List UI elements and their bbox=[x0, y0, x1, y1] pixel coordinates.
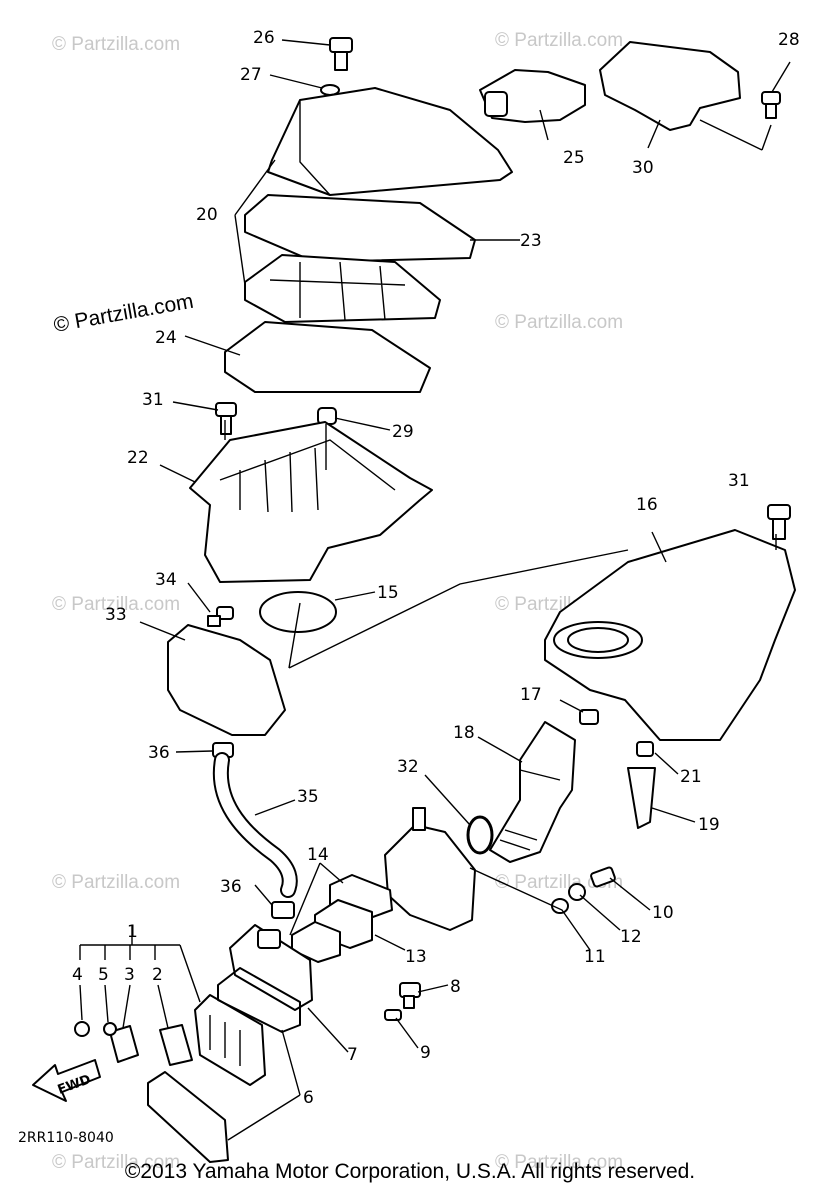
watermark: © Partzilla.com bbox=[495, 312, 623, 333]
callout-12: 12 bbox=[620, 927, 642, 947]
callout-13: 13 bbox=[405, 947, 427, 967]
part-31-bolt bbox=[215, 402, 237, 435]
callout-14: 14 bbox=[307, 845, 329, 865]
part-9-washer bbox=[384, 1009, 402, 1021]
callout-9: 9 bbox=[420, 1043, 431, 1063]
part-32-clamp bbox=[466, 815, 494, 855]
part-24-element bbox=[224, 321, 431, 393]
callout-2: 2 bbox=[152, 965, 163, 985]
callout-1: 1 bbox=[127, 922, 138, 942]
part-31-bolt bbox=[767, 504, 791, 540]
callout-30: 30 bbox=[632, 158, 654, 178]
part-22-air-cleaner-case bbox=[189, 421, 433, 583]
callout-16: 16 bbox=[636, 495, 658, 515]
part-6-gasket bbox=[147, 1071, 229, 1163]
leader-lines bbox=[79, 39, 791, 1141]
part-28-bolt bbox=[761, 91, 781, 119]
callout-4: 4 bbox=[72, 965, 83, 985]
part-25-joint bbox=[479, 69, 586, 123]
part-26-bolt bbox=[329, 37, 353, 71]
part-36-clip bbox=[271, 901, 295, 919]
callout-21: 21 bbox=[680, 767, 702, 787]
callout-6: 6 bbox=[303, 1088, 314, 1108]
part-15-gasket bbox=[259, 591, 337, 633]
part-6-gasket bbox=[217, 967, 301, 1033]
part-16-air-cleaner-box bbox=[544, 529, 796, 741]
callout-15: 15 bbox=[377, 583, 399, 603]
part-7-manifold bbox=[229, 924, 313, 1011]
part-4-screw bbox=[74, 1021, 90, 1037]
callout-31b: 31 bbox=[728, 471, 750, 491]
callout-23: 23 bbox=[520, 231, 542, 251]
callout-29: 29 bbox=[392, 422, 414, 442]
part-19-drain-hose bbox=[627, 767, 656, 829]
callout-35: 35 bbox=[297, 787, 319, 807]
watermark: © Partzilla.com bbox=[52, 594, 180, 615]
callout-27: 27 bbox=[240, 65, 262, 85]
part-21-nut bbox=[636, 741, 654, 757]
callout-32: 32 bbox=[397, 757, 419, 777]
callout-24: 24 bbox=[155, 328, 177, 348]
part-8-bolt bbox=[399, 982, 421, 1009]
watermark: © Partzilla.com bbox=[495, 30, 623, 51]
callout-19: 19 bbox=[698, 815, 720, 835]
callout-5: 5 bbox=[98, 965, 109, 985]
callouts: 1 2 3 4 5 6 7 8 9 10 11 12 13 14 15 16 1… bbox=[72, 28, 800, 1108]
callout-33: 33 bbox=[105, 605, 127, 625]
callout-26: 26 bbox=[253, 28, 275, 48]
fwd-arrow: FWD bbox=[32, 1059, 101, 1102]
watermark: © Partzilla.com bbox=[52, 34, 180, 55]
part-5-washer bbox=[103, 1022, 117, 1036]
copyright-notice: ©2013 Yamaha Motor Corporation, U.S.A. A… bbox=[124, 1160, 696, 1183]
part-34-screw bbox=[207, 606, 234, 627]
callout-7: 7 bbox=[347, 1045, 358, 1065]
callout-3: 3 bbox=[124, 965, 135, 985]
callout-28: 28 bbox=[778, 30, 800, 50]
callout-36: 36 bbox=[148, 743, 170, 763]
watermarks: © Partzilla.com © Partzilla.com © Partzi… bbox=[52, 30, 623, 1173]
part-23-gasket bbox=[244, 194, 476, 263]
part-1-reed-valve-assy bbox=[194, 994, 266, 1086]
part-35-hose bbox=[212, 752, 298, 898]
watermark: © Partzilla.com bbox=[495, 1152, 623, 1173]
part-20-element-frame bbox=[244, 254, 441, 323]
callout-22: 22 bbox=[127, 448, 149, 468]
callout-8: 8 bbox=[450, 977, 461, 997]
watermark: © Partzilla.com bbox=[52, 1152, 180, 1173]
part-33-crankcase-breather bbox=[167, 624, 286, 736]
callout-25: 25 bbox=[563, 148, 585, 168]
part-30-air-duct bbox=[599, 41, 741, 131]
part-29-collar bbox=[317, 407, 337, 425]
callout-18: 18 bbox=[453, 723, 475, 743]
callout-17: 17 bbox=[520, 685, 542, 705]
drawing-code: 2RR110-8040 bbox=[18, 1130, 114, 1146]
carburetor bbox=[384, 807, 476, 931]
callout-34: 34 bbox=[155, 570, 177, 590]
callout-20: 20 bbox=[196, 205, 218, 225]
watermark: © Partzilla.com bbox=[52, 872, 180, 893]
callout-31: 31 bbox=[142, 390, 164, 410]
part-2-reed bbox=[159, 1024, 193, 1066]
part-20-air-cleaner-cover bbox=[267, 87, 513, 196]
callout-36b: 36 bbox=[220, 877, 242, 897]
callout-11: 11 bbox=[584, 947, 606, 967]
part-17-nut bbox=[579, 709, 599, 725]
callout-10: 10 bbox=[652, 903, 674, 923]
part-10-screw bbox=[590, 866, 616, 888]
part-18-carburetor-joint bbox=[489, 721, 576, 863]
